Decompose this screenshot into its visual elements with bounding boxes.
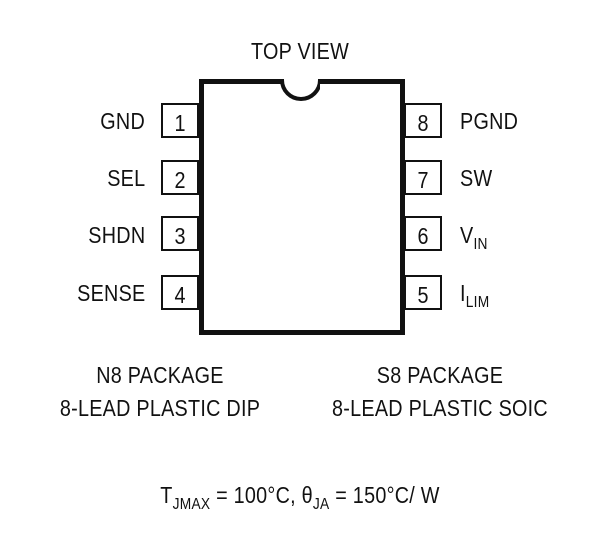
pin-3: 3 [161,216,199,251]
pin-number: 2 [174,167,186,193]
package-s8-desc: 8-LEAD PLASTIC SOIC [332,395,548,421]
pin-label-sense: SENSE [76,280,145,306]
pin-number: 1 [174,110,186,136]
pin-8: 8 [404,103,442,138]
thermal-spec: TJMAX = 100°C, θJA = 150°C/ W [160,482,440,513]
pin-number: 3 [174,223,186,249]
pin-number: 4 [174,282,186,308]
package-n8-desc: 8-LEAD PLASTIC DIP [59,395,261,421]
pin1-notch [280,79,320,103]
ic-package-body [199,79,405,335]
pin-label-shdn: SHDN [87,222,145,248]
pin-label-gnd: GND [100,108,145,134]
pin-4: 4 [161,275,199,310]
pin-1: 1 [161,103,199,138]
pin-number: 6 [417,223,429,249]
pin-number: 5 [417,282,429,308]
pin-label-ilim: ILIM [460,280,490,311]
pin-2: 2 [161,160,199,195]
package-s8-name: S8 PACKAGE [376,362,504,388]
pin-number: 7 [417,167,429,193]
pin-label-pgnd: PGND [460,108,519,134]
pin-label-sel: SEL [106,165,145,191]
pin-7: 7 [404,160,442,195]
pin-label-vin: VIN [460,222,488,253]
pin-6: 6 [404,216,442,251]
pin-number: 8 [417,110,429,136]
diagram-title: TOP VIEW [250,38,350,64]
package-n8-name: N8 PACKAGE [96,362,224,388]
pin-label-sw: SW [460,165,493,191]
pin-5: 5 [404,275,442,310]
